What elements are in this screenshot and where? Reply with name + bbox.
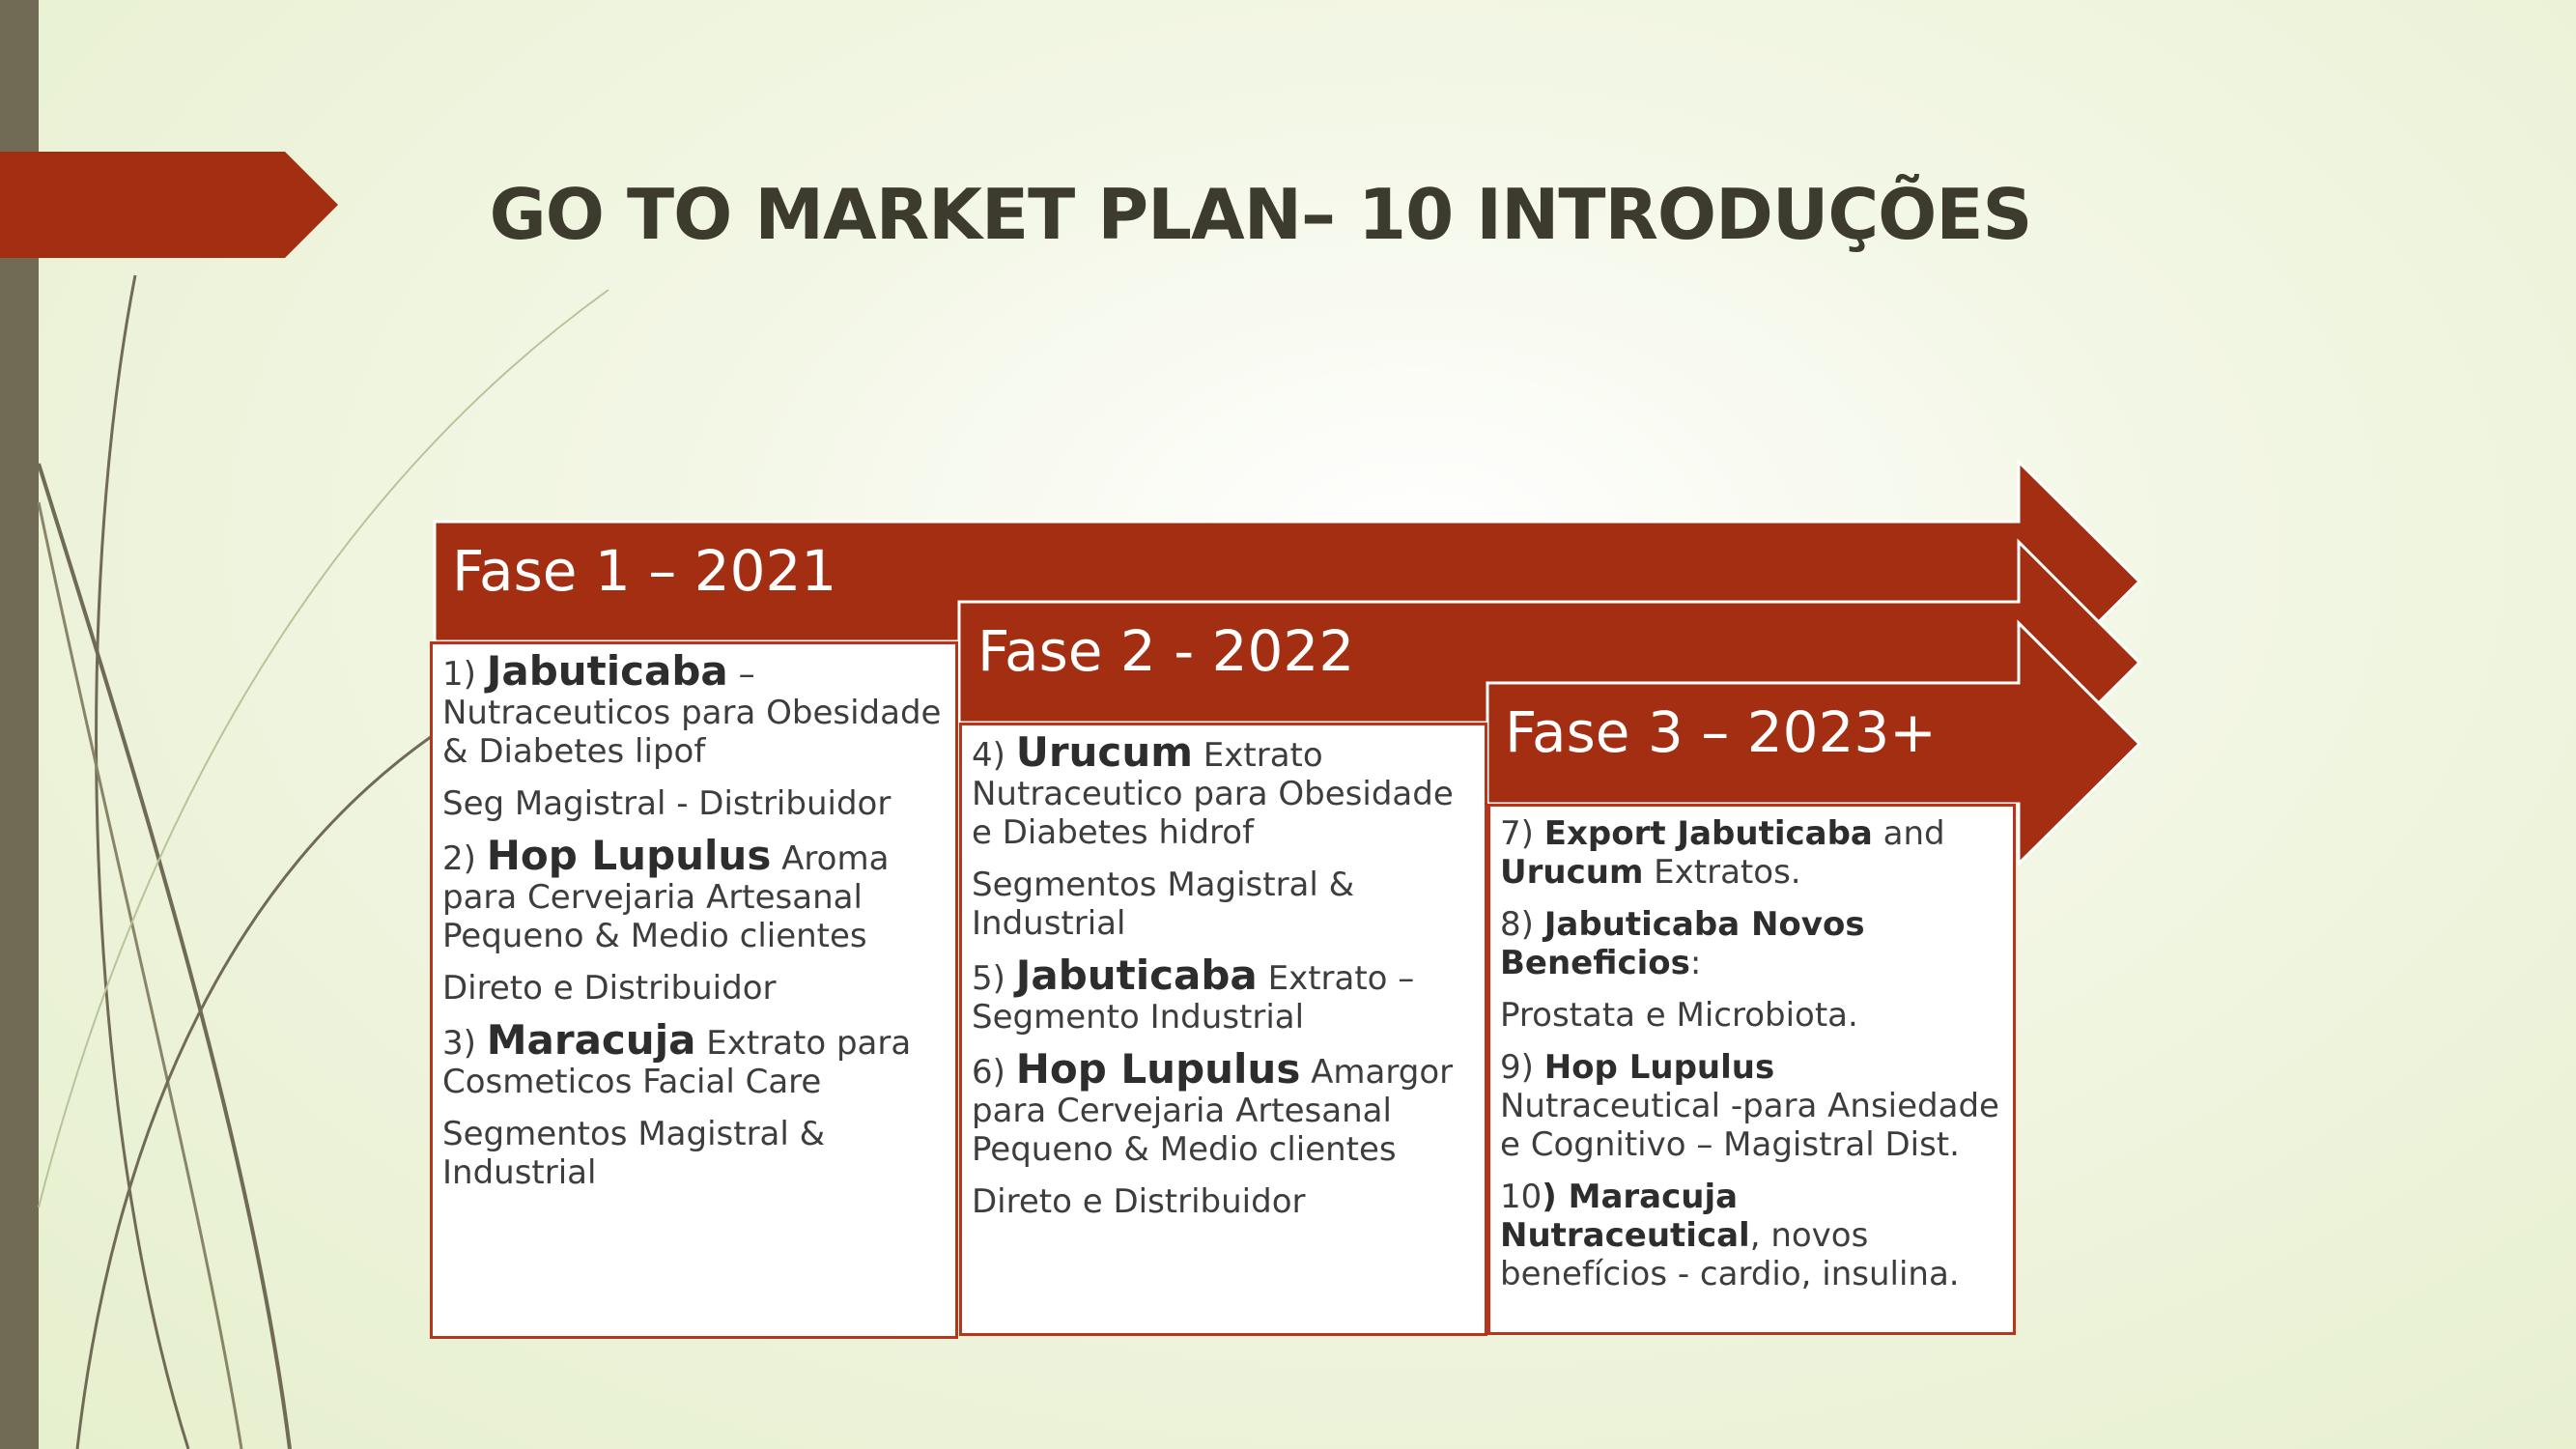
- slide-title: GO TO MARKET PLAN– 10 INTRODUÇÕES: [489, 174, 2033, 255]
- list-item: 7) Export Jabuticaba and Urucum Extratos…: [1500, 814, 1945, 892]
- list-item: 1) Jabuticaba – Nutraceuticos para Obesi…: [442, 647, 942, 772]
- phase-2-label: Fase 2 - 2022: [977, 618, 1355, 684]
- phase-3-panel: 7) Export Jabuticaba and Urucum Extratos…: [1487, 804, 2016, 1335]
- list-item: 8) Jabuticaba Novos Beneficios:: [1500, 905, 1865, 982]
- list-item: Segmentos Magistral & Industrial: [442, 1115, 826, 1192]
- phase-3-label: Fase 3 – 2023+: [1505, 699, 1937, 765]
- list-item: Direto e Distribuidor: [442, 969, 777, 1008]
- swoosh-decoration: [37, 274, 609, 1449]
- list-item: 3) Maracuja Extrato para Cosmeticos Faci…: [442, 1016, 912, 1102]
- phase-1-panel: 1) Jabuticaba – Nutraceuticos para Obesi…: [430, 641, 958, 1339]
- phase-2-panel: 4) Urucum Extrato Nutraceutico para Obes…: [959, 723, 1487, 1336]
- list-item: 5) Jabuticaba Extrato – Segmento Industr…: [972, 952, 1415, 1037]
- phase-1-label: Fase 1 – 2021: [452, 538, 837, 604]
- list-item: Prostata e Microbiota.: [1500, 996, 1858, 1035]
- title-arrow-shape: [0, 152, 338, 258]
- list-item: Direto e Distribuidor: [972, 1182, 1306, 1221]
- list-item: 9) Hop Lupulus Nutraceutical -para Ansie…: [1500, 1048, 1999, 1164]
- list-item: 10) Maracuja Nutraceutical, novos benefí…: [1500, 1178, 1960, 1293]
- list-item: Seg Magistral - Distribuidor: [442, 784, 892, 823]
- list-item: 6) Hop Lupulus Amargor para Cervejaria A…: [972, 1045, 1454, 1170]
- list-item: 2) Hop Lupulus Aroma para Cervejaria Art…: [442, 832, 890, 956]
- list-item: 4) Urucum Extrato Nutraceutico para Obes…: [972, 728, 1454, 853]
- list-item: Segmentos Magistral & Industrial: [972, 866, 1355, 943]
